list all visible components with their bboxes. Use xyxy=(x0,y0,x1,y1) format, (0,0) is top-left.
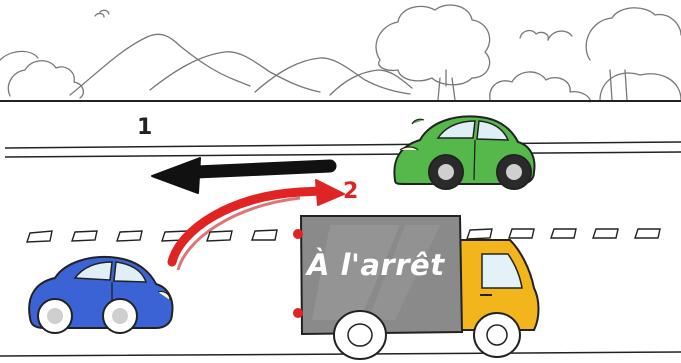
mountains-left xyxy=(70,34,250,95)
truck xyxy=(293,216,539,359)
small-bush xyxy=(95,10,109,17)
lane-number-1: 1 xyxy=(137,117,152,139)
hazard-light-bottom xyxy=(293,308,303,318)
solid-lane-line xyxy=(5,142,681,157)
hazard-light-top xyxy=(293,229,303,239)
bushes-right xyxy=(490,31,590,102)
blue-car xyxy=(29,257,172,333)
tree-canopy xyxy=(376,5,490,85)
tree-trunk xyxy=(438,70,455,100)
bushes-left xyxy=(0,51,83,98)
truck-stopped-label: À l'arrêt xyxy=(307,251,445,280)
small-cloud xyxy=(520,31,548,40)
mountains-mid xyxy=(150,52,320,92)
green-car xyxy=(394,116,534,189)
lane-number-2: 2 xyxy=(343,181,358,203)
tree-right xyxy=(586,8,681,100)
bottom-road-line xyxy=(0,352,681,356)
background-landscape xyxy=(0,5,681,102)
